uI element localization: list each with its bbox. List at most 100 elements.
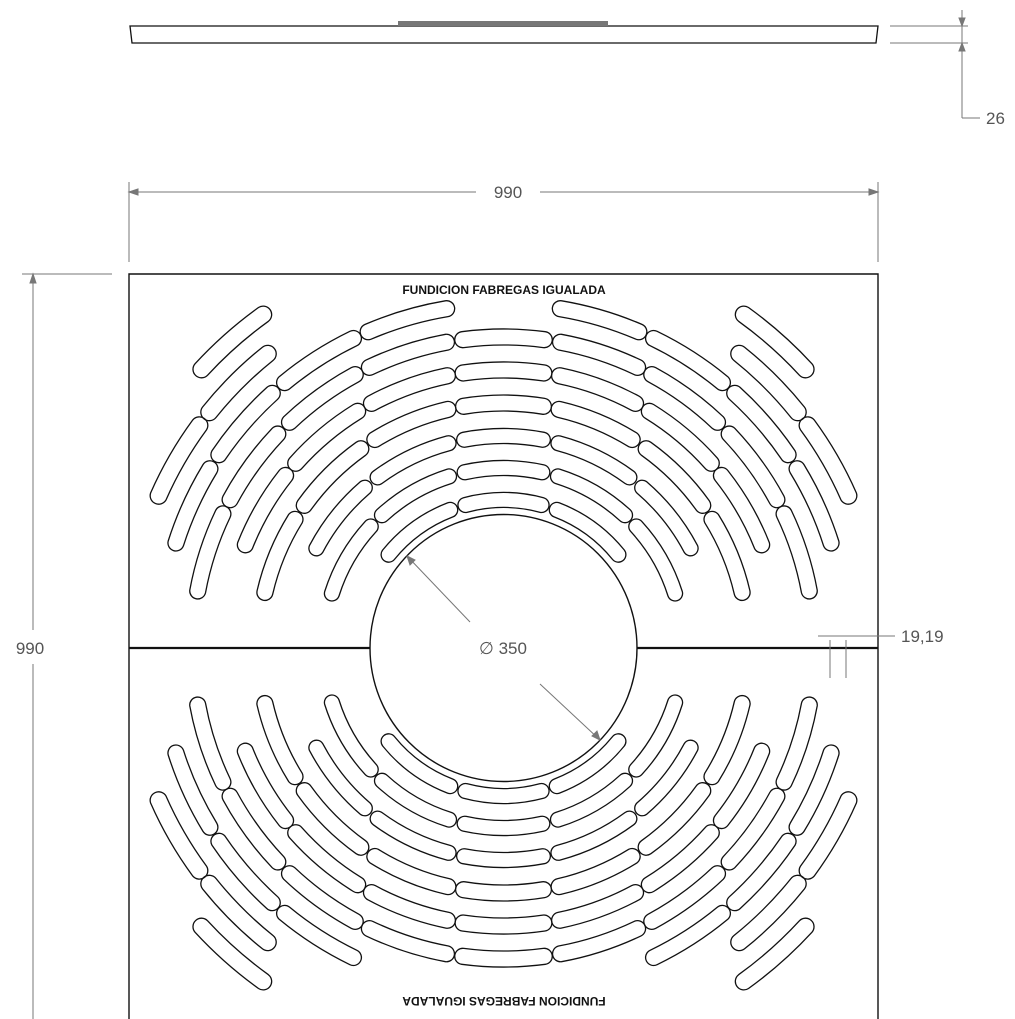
grate-slot: [192, 305, 273, 379]
grate-slot: [280, 865, 364, 930]
grate-slot: [730, 874, 807, 952]
grate-slot: [637, 782, 712, 856]
grate-slot: [643, 865, 727, 930]
grate-slot: [637, 440, 712, 514]
grate-slot: [454, 361, 553, 382]
grate-slot: [549, 772, 634, 828]
grate-slot: [775, 696, 818, 791]
grate-slot: [221, 425, 287, 509]
grate-slot: [210, 384, 281, 464]
grate-slot: [308, 479, 373, 557]
dimension-width-label: 990: [494, 183, 522, 202]
grate-slot: [640, 402, 720, 472]
grate-slot: [236, 466, 295, 554]
grate-slot: [189, 505, 232, 600]
grate-slot: [360, 920, 456, 963]
grate-slot: [369, 810, 457, 861]
dimension-gap-label: 19,19: [901, 627, 944, 646]
grate-slot: [640, 824, 720, 894]
foundry-stamp-top: FUNDICION FABREGAS IGUALADA: [402, 283, 606, 297]
grate-slot: [454, 394, 553, 415]
dimension-diameter: [406, 555, 601, 741]
grate-slot: [454, 881, 553, 902]
grate-slot: [551, 300, 648, 341]
grate-slot: [295, 782, 370, 856]
grate-slot: [730, 344, 807, 422]
grate-slot: [703, 694, 751, 786]
grate-slot: [280, 366, 364, 431]
plan-outline: [128, 273, 879, 1019]
grate-slot: [550, 810, 638, 861]
grate-slot: [454, 947, 553, 968]
grate-slot: [362, 884, 457, 929]
side-view-profile: [129, 25, 879, 44]
grate-slot: [549, 468, 634, 524]
grate-slot: [798, 791, 858, 880]
grate-slot: [275, 329, 363, 392]
grate-slot: [200, 874, 277, 952]
dimension-diameter-label: ∅ 350: [479, 639, 527, 658]
dimension-gap: [818, 635, 895, 678]
grate-slot: [455, 427, 552, 448]
grate-slot: [628, 518, 684, 602]
grate-slot: [373, 468, 458, 524]
side-view: [129, 21, 879, 44]
grate-slot: [720, 787, 786, 871]
grate-slot: [256, 510, 304, 602]
grate-slot: [726, 832, 797, 912]
grate-slot: [734, 305, 815, 379]
grate-slot: [167, 744, 219, 836]
grate-slot: [454, 914, 553, 935]
dimension-height: [22, 272, 112, 1019]
grate-slot: [550, 435, 638, 486]
grate-slot: [456, 459, 551, 481]
grate-slot: [734, 917, 815, 991]
grate-slot: [455, 848, 552, 869]
grate-slot: [551, 333, 647, 376]
grate-slot: [775, 505, 818, 600]
grate-slot: [457, 782, 550, 805]
plan-view: [128, 273, 879, 1019]
grate-slot: [643, 366, 727, 431]
grate-slot: [149, 416, 209, 505]
grate-slot: [798, 416, 858, 505]
grate-slot: [720, 425, 786, 509]
grate-slot: [210, 832, 281, 912]
grate-slot: [366, 400, 457, 449]
foundry-stamp-bottom: FUNDICION FABREGAS IGUALADA: [402, 994, 606, 1008]
grate-slot: [380, 501, 459, 563]
grate-slot: [380, 733, 459, 795]
centre-hole: [369, 513, 638, 783]
grate-slot: [360, 333, 456, 376]
grate-slot: [192, 917, 273, 991]
grate-slot: [457, 491, 550, 514]
dimension-thickness-label: 26: [986, 109, 1005, 128]
grate-slot: [362, 367, 457, 412]
dimension-height-label: 990: [16, 639, 44, 658]
grate-slot: [712, 466, 771, 554]
grate-slot: [628, 694, 684, 778]
grate-slot: [366, 847, 457, 896]
grate-slot: [548, 733, 627, 795]
grate-slot: [221, 787, 287, 871]
grate-slot: [256, 694, 304, 786]
dimension-width: [127, 182, 880, 262]
grate-slot: [550, 367, 645, 412]
grate-slot: [550, 847, 641, 896]
grate-slot: [149, 791, 209, 880]
grate-slot: [369, 435, 457, 486]
grate-slot: [788, 744, 840, 836]
grate-slot: [550, 884, 645, 929]
grate-slot: [703, 510, 751, 602]
side-view-top-rib: [398, 21, 608, 26]
grate-slot: [287, 402, 367, 472]
grate-slot: [634, 739, 699, 817]
grate-slot: [456, 815, 551, 837]
slot-pattern: [149, 300, 858, 991]
grate-slot: [275, 904, 363, 967]
grate-slot: [788, 460, 840, 552]
grate-slot: [200, 344, 277, 422]
grate-slot: [323, 694, 379, 778]
grate-slot: [712, 742, 771, 830]
